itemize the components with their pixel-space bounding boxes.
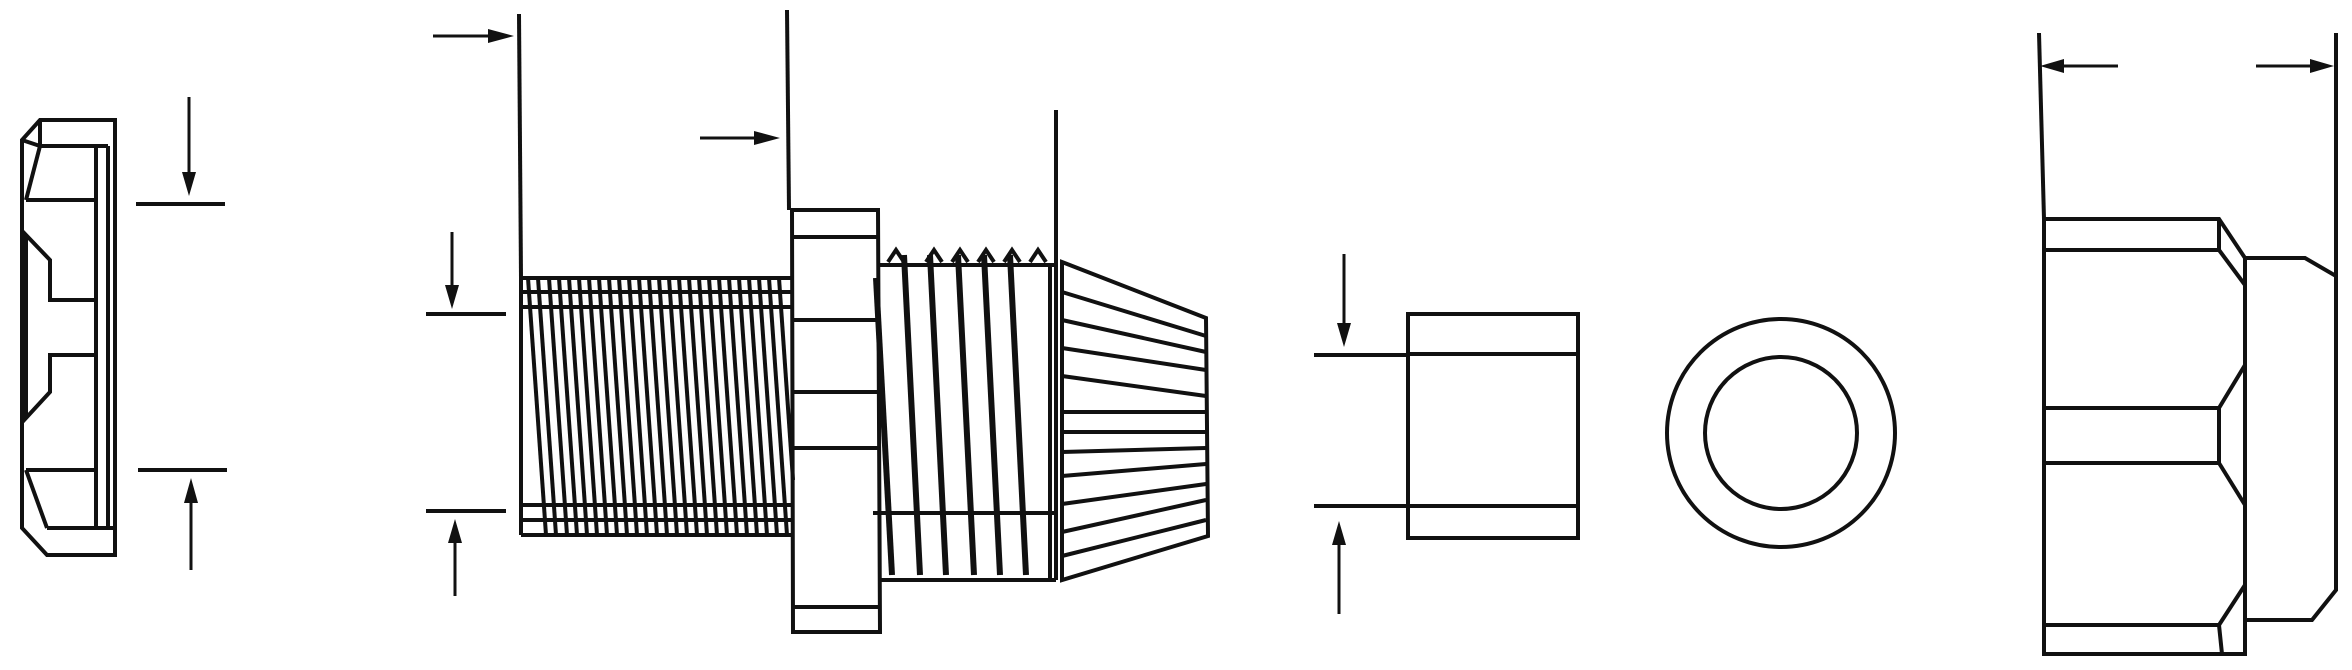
gland-body	[519, 208, 1211, 634]
dimension-thread-length	[426, 9, 1058, 596]
seal-ring	[1665, 317, 1897, 549]
seal-insert	[1406, 312, 1580, 540]
dome-cap-nut	[2042, 217, 2338, 656]
body-hex-flange	[789, 208, 883, 634]
body-collet	[1054, 259, 1211, 583]
body-thread-left	[519, 276, 795, 537]
dimension-cap-height	[2037, 32, 2338, 276]
lock-nut	[20, 118, 117, 557]
dimension-seal-diameter	[1314, 254, 1408, 614]
dimension-nut-height	[136, 97, 227, 570]
body-thread-right	[873, 246, 1056, 582]
